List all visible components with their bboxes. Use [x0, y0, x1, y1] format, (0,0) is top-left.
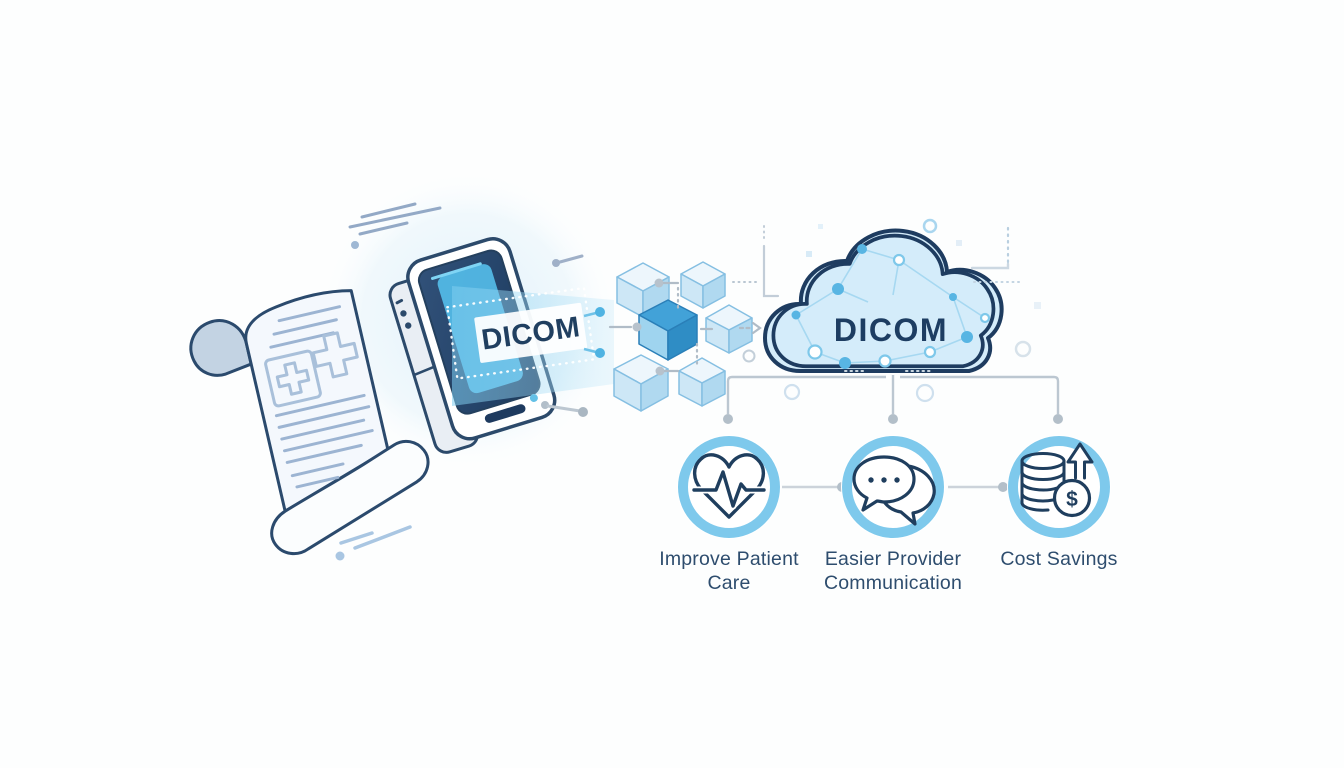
benefit-circle-provider-communication	[841, 435, 945, 539]
benefit-circle-cost-savings: $	[1007, 435, 1111, 539]
dicom-label-plate	[474, 302, 588, 363]
heartbeat-heart-icon	[690, 453, 768, 519]
dollar-coin	[1052, 478, 1092, 518]
benefit-label-easier-provider-communication: Easier Provider Communication	[823, 548, 963, 594]
data-cube	[678, 357, 726, 407]
benefit-label-cost-savings: Cost Savings	[1000, 548, 1118, 570]
screen-highlight	[430, 262, 482, 280]
medical-cross-icon	[311, 331, 359, 379]
medical-scroll-icon	[189, 289, 430, 556]
chat-bubbles-icon	[852, 455, 936, 526]
phone-side-dots	[395, 298, 412, 329]
cloud-network-icon: DICOM	[763, 228, 1004, 373]
phone-side-seam	[412, 365, 436, 377]
dot-line-accent-right	[552, 254, 584, 267]
background-decorations	[732, 218, 1041, 358]
phone-indicator-dot	[529, 393, 538, 402]
dicom-device-label: DICOM	[445, 286, 596, 380]
benefit-circle-patient-care	[677, 435, 781, 539]
data-cube-highlight	[638, 299, 698, 361]
connector-tree	[723, 370, 1063, 492]
data-cube	[680, 261, 726, 309]
benefit-label-improve-patient-care: Improve Patient Care	[659, 548, 799, 594]
cube-connectors	[608, 278, 762, 376]
scroll-top-curl	[189, 319, 253, 377]
medical-cross-icon	[275, 361, 311, 396]
speed-lines-bottom	[335, 525, 412, 561]
up-arrow	[1066, 442, 1094, 480]
data-cubes-icon	[613, 261, 753, 412]
label-connector-dots	[583, 307, 605, 358]
scroll-text-lines	[269, 305, 374, 489]
scroll-bottom-fold	[270, 439, 430, 556]
dot-line-accent-bottom	[541, 401, 588, 417]
coins-dollar-arrow-icon: $	[1020, 442, 1094, 518]
dollar-symbol: $	[1066, 488, 1078, 511]
data-cube	[613, 354, 669, 412]
dashed-selection-frame	[445, 286, 596, 380]
cross-box	[264, 349, 322, 408]
home-button	[484, 404, 526, 423]
cloud-network-graph	[791, 244, 991, 369]
speed-lines-top	[348, 202, 442, 249]
dicom-cloud-label-text: DICOM	[834, 312, 948, 348]
